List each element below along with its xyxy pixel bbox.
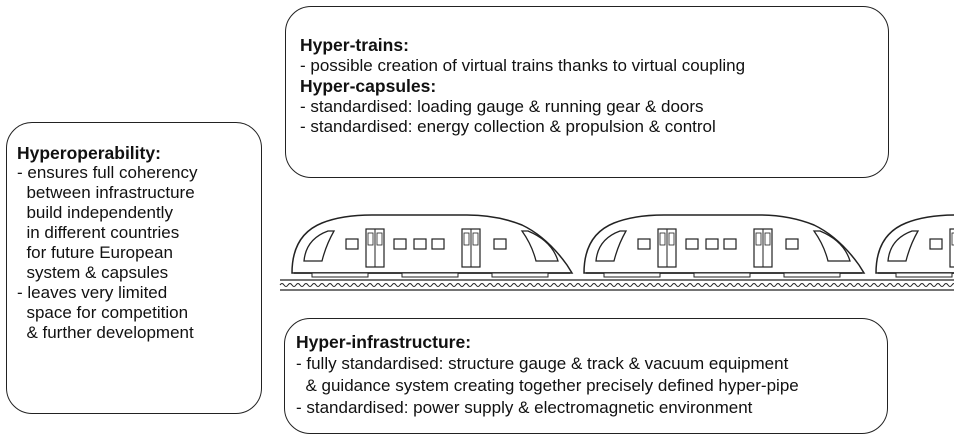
hyperoperability-line: build independently xyxy=(17,203,173,222)
hyper-capsules-title: Hyper-capsules: xyxy=(300,76,437,96)
hyperoperability-line: system & capsules xyxy=(17,263,169,282)
hyper-infrastructure-title: Hyper-infrastructure: xyxy=(296,332,472,352)
capsule-1 xyxy=(291,214,573,278)
hyper-infrastructure-box: Hyper-infrastructure: - fully standardis… xyxy=(284,318,888,434)
hyper-capsules-line: - standardised: loading gauge & running … xyxy=(300,96,704,116)
hyperoperability-line: & further development xyxy=(17,323,194,342)
hyper-infrastructure-line: & guidance system creating together prec… xyxy=(296,376,799,395)
hyper-capsules-line: - standardised: energy collection & prop… xyxy=(300,117,716,136)
hyper-trains-capsules-box: Hyper-trains: - possible creation of vir… xyxy=(285,6,889,178)
hyperoperability-line: - leaves very limited xyxy=(17,283,168,302)
capsule-3 xyxy=(875,214,954,278)
hyper-infrastructure-line: - fully standardised: structure gauge & … xyxy=(296,354,789,373)
hyperoperability-line: - ensures full coherency xyxy=(17,163,198,182)
hyper-trains-title: Hyper-trains: xyxy=(300,35,409,55)
hyperoperability-line: in different countries xyxy=(17,223,180,242)
hyper-trains-line: - possible creation of virtual trains th… xyxy=(300,55,746,75)
hyper-infrastructure-line: - standardised: power supply & electroma… xyxy=(296,398,753,417)
hyperoperability-line: for future European xyxy=(17,243,173,262)
hyperoperability-line: between infrastructure xyxy=(17,183,195,202)
hyperoperability-title: Hyperoperability: xyxy=(17,143,161,163)
capsule-2 xyxy=(583,214,865,278)
hyperoperability-line: space for competition xyxy=(17,303,189,322)
hyperoperability-box: Hyperoperability: - ensures full coheren… xyxy=(6,122,262,414)
